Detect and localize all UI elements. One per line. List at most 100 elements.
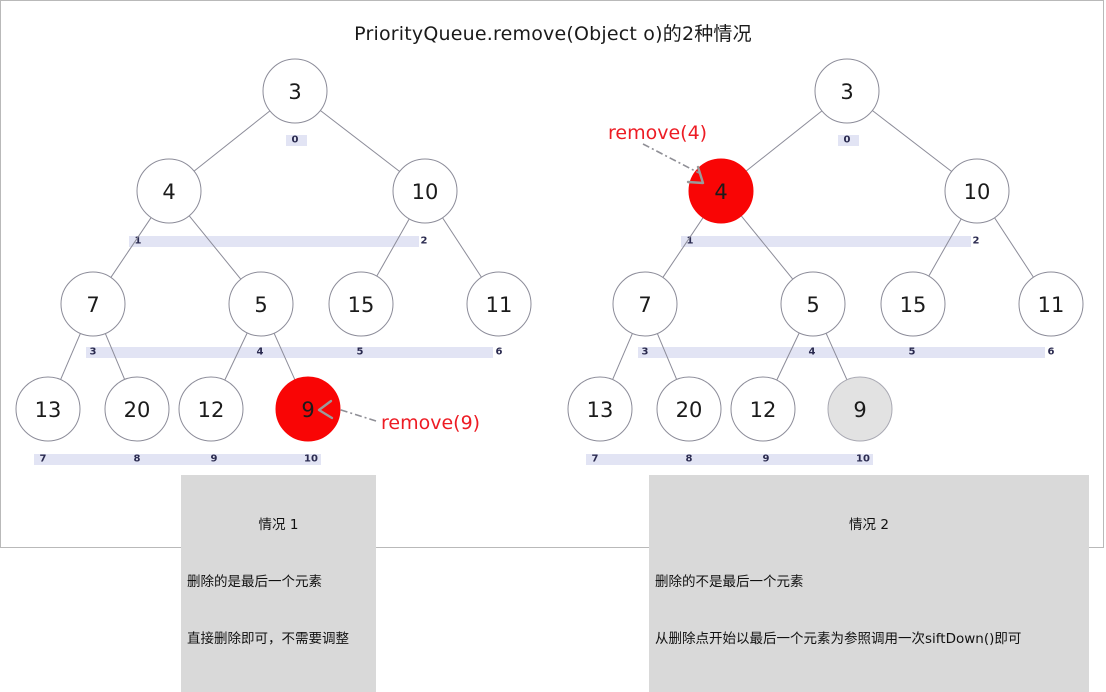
case-2-tree-node-3[interactable]: 3	[814, 58, 880, 124]
case-1-tree-node-circle-4[interactable]	[136, 158, 202, 224]
case-1-tree-index-band-rect-3	[34, 454, 321, 465]
case-2-tree-node-20[interactable]: 20	[656, 376, 722, 442]
case-2-tree-node-circle-20[interactable]	[656, 376, 722, 442]
case-2-tree-node-circle-9[interactable]	[827, 376, 893, 442]
case-1-tree-edge-10-15	[376, 218, 410, 277]
case-2-tree-node-circle-11[interactable]	[1018, 271, 1084, 337]
caption-case-1-heading: 情况 1	[258, 517, 299, 533]
case-1-tree-node-circle-10[interactable]	[392, 158, 458, 224]
case-2-tree-index-label-10: 10	[856, 454, 870, 465]
case-2-tree-node-label-4: 4	[714, 180, 727, 204]
case-1-tree-index-label-6: 6	[496, 347, 503, 358]
case-1-tree-node-15[interactable]: 15	[328, 271, 394, 337]
case-1-tree-node-circle-3[interactable]	[262, 58, 328, 124]
case-1-tree-node-11[interactable]: 11	[466, 271, 532, 337]
case-1-tree-annotation-leader	[337, 408, 377, 422]
case-2-tree-annotation-label: remove(4)	[608, 122, 707, 144]
case-2-tree-index-label-4: 4	[809, 347, 816, 358]
case-1-tree-node-circle-7[interactable]	[60, 271, 126, 337]
case-2-tree-node-12[interactable]: 12	[730, 376, 796, 442]
case-2-tree-node-label-20: 20	[676, 398, 703, 422]
case-2-tree-node-circle-7[interactable]	[612, 271, 678, 337]
case-1-tree-edge-10-11	[442, 217, 482, 278]
case-1-tree-node-4[interactable]: 4	[136, 158, 202, 224]
case-1-tree-node-label-15: 15	[348, 293, 375, 317]
case-2-tree-node-15[interactable]: 15	[880, 271, 946, 337]
case-1-tree-node-circle-9[interactable]	[275, 376, 341, 442]
case-1-tree-index-label-5: 5	[357, 347, 364, 358]
case-2-tree-edge-7-20	[656, 333, 678, 380]
case-2-tree-node-circle-15[interactable]	[880, 271, 946, 337]
case-2-tree-index-label-0: 0	[844, 135, 851, 146]
case-2-tree-index-band-rect-1	[681, 236, 971, 247]
case-2-tree-node-label-10: 10	[964, 180, 991, 204]
case-1-tree-index-label-9: 9	[211, 454, 218, 465]
case-1-tree-annotation-arrowhead-icon	[317, 399, 334, 420]
caption-case-1: 情况 1 删除的是最后一个元素 直接删除即可，不需要调整	[181, 475, 376, 692]
case-2-tree-node-circle-10[interactable]	[944, 158, 1010, 224]
case-2-tree-index-band-0: 0	[838, 135, 859, 146]
case-1-tree-node-12[interactable]: 12	[178, 376, 244, 442]
case-2-tree-edge-5-9	[825, 333, 848, 380]
case-1-tree-node-3[interactable]: 3	[262, 58, 328, 124]
case-1-tree-node-circle-12[interactable]	[178, 376, 244, 442]
case-1-tree-node-circle-20[interactable]	[104, 376, 170, 442]
case-2-tree-node-circle-5[interactable]	[780, 271, 846, 337]
caption-case-2-line-2: 从删除点开始以最后一个元素为参照调用一次siftDown()即可	[655, 631, 1022, 647]
case-1-tree-node-circle-11[interactable]	[466, 271, 532, 337]
case-1-tree-node-20[interactable]: 20	[104, 376, 170, 442]
case-2-tree-index-label-6: 6	[1048, 347, 1055, 358]
case-1-tree-annotation: remove(9)	[317, 399, 480, 434]
case-2-tree-node-4[interactable]: 4	[688, 158, 754, 224]
caption-case-1-line-1: 删除的是最后一个元素	[187, 574, 322, 590]
case-1-tree-index-label-4: 4	[257, 347, 264, 358]
case-1-tree-node-5[interactable]: 5	[228, 271, 294, 337]
caption-case-2-line-1: 删除的不是最后一个元素	[655, 574, 804, 590]
case-1-tree-edge-3-10	[320, 110, 400, 172]
case-1-tree-node-13[interactable]: 13	[15, 376, 81, 442]
caption-case-2: 情况 2 删除的不是最后一个元素 从删除点开始以最后一个元素为参照调用一次sif…	[649, 475, 1089, 692]
case-2-tree-node-circle-13[interactable]	[567, 376, 633, 442]
case-2-tree-edge-3-4	[745, 110, 823, 172]
case-2-tree-node-13[interactable]: 13	[567, 376, 633, 442]
case-1-tree-node-10[interactable]: 10	[392, 158, 458, 224]
case-2-tree-index-band-rect-0	[838, 135, 859, 146]
case-1-tree-index-label-8: 8	[134, 454, 141, 465]
case-1-tree-node-label-3: 3	[288, 80, 301, 104]
case-2-tree-node-circle-12[interactable]	[730, 376, 796, 442]
case-2-tree-node-label-3: 3	[840, 80, 853, 104]
case-1-tree-node-7[interactable]: 7	[60, 271, 126, 337]
case-2-tree-index-band-rect-2	[638, 347, 1045, 358]
case-2-tree-node-9[interactable]: 9	[827, 376, 893, 442]
case-2-tree-node-10[interactable]: 10	[944, 158, 1010, 224]
case-2-tree-index-label-3: 3	[642, 347, 649, 358]
case-1-tree-index-band-rect-2	[86, 347, 493, 358]
case-2-tree-node-label-9: 9	[853, 398, 866, 422]
case-1-tree-node-9[interactable]: 9	[275, 376, 341, 442]
case-1-tree-node-circle-15[interactable]	[328, 271, 394, 337]
case-2-tree-node-5[interactable]: 5	[780, 271, 846, 337]
case-2-tree-node-circle-4[interactable]	[688, 158, 754, 224]
case-1-tree-node-circle-13[interactable]	[15, 376, 81, 442]
case-1-tree-node-label-7: 7	[86, 293, 99, 317]
case-2-tree-edge-4-7	[662, 217, 704, 278]
case-1-tree-node-circle-5[interactable]	[228, 271, 294, 337]
case-2-tree-index-band-rect-3	[586, 454, 873, 465]
case-1-tree-index-label-2: 2	[421, 236, 428, 247]
case-1-tree-node-label-10: 10	[412, 180, 439, 204]
case-1-tree-node-label-5: 5	[254, 293, 267, 317]
case-2-tree-node-label-12: 12	[750, 398, 777, 422]
case-1-tree-node-label-11: 11	[486, 293, 513, 317]
case-2-tree-node-7[interactable]: 7	[612, 271, 678, 337]
case-2-tree-index-label-1: 1	[687, 236, 694, 247]
case-2-tree-node-circle-3[interactable]	[814, 58, 880, 124]
case-2-tree-edge-3-10	[872, 110, 952, 172]
case-2-tree-node-11[interactable]: 11	[1018, 271, 1084, 337]
caption-case-2-heading: 情况 2	[849, 517, 889, 533]
case-1-tree-edge-7-13	[60, 333, 81, 380]
